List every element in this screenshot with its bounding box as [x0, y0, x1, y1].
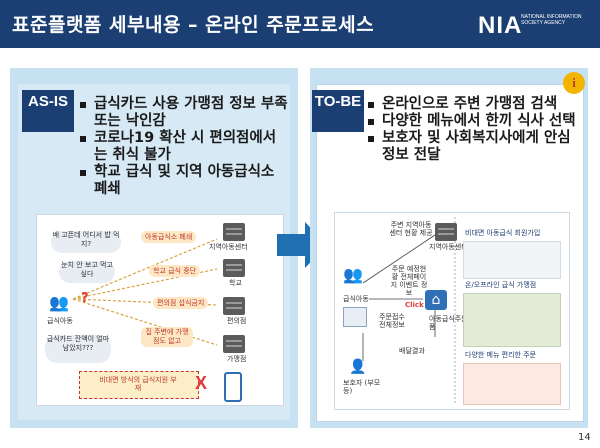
- server-icon: [223, 259, 245, 277]
- facility-label: 학교: [229, 279, 242, 287]
- header-bar: 표준플랫폼 세부내용 – 온라인 주문프로세스 NIA NATIONAL INF…: [0, 0, 600, 48]
- speech-bubble: 배 고픈데 어디서 밥 먹지?: [51, 231, 121, 253]
- nia-logo-subtitle: NATIONAL INFORMATION SOCIETY AGENCY: [521, 14, 582, 26]
- delivery-note: 배달결과: [399, 347, 425, 355]
- phone-icon: [224, 372, 242, 402]
- click-label: Click: [405, 301, 424, 309]
- to-be-bullet: 다양한 메뉴에서 한끼 식사 선택: [366, 113, 576, 130]
- page-number: 14: [578, 432, 591, 443]
- platform-label: 아동급식주문 플랫폼: [429, 315, 483, 331]
- note-box: [79, 371, 199, 399]
- server-icon: [435, 223, 457, 241]
- device-icon: [343, 307, 367, 327]
- speech-bubble: 급식카드 잔액이 얼마 남았지???: [45, 335, 111, 363]
- note-text: 비대면 방식의 급식지원 부재: [99, 376, 177, 392]
- nia-logo: NIA: [478, 12, 523, 39]
- as-is-bullet: 코로나19 확산 시 편의점에서는 취식 불가: [78, 130, 288, 164]
- flow-note: 주변 지역아동센터 현황 제공: [389, 221, 433, 237]
- children-icon: 👥: [49, 293, 69, 312]
- as-is-diagram: 배 고픈데 어디서 밥 먹지? 눈치 안 보고 먹고 싶다 급식카드 잔액이 얼…: [36, 214, 284, 406]
- to-be-bullets: 온라인으로 주변 가맹점 검색 다양한 메뉴에서 한끼 식사 선택 보호자 및 …: [366, 96, 576, 164]
- server-icon: [223, 223, 245, 241]
- app-screen-thumbnail: [463, 241, 561, 279]
- facility-label: 지역아동센터: [209, 243, 248, 251]
- problem-label: 아동급식소 폐쇄: [141, 231, 197, 243]
- feature-label: 비대면 아동급식 회원가입: [465, 229, 541, 237]
- x-mark-icon: X: [195, 373, 208, 393]
- page-title: 표준플랫폼 세부내용 – 온라인 주문프로세스: [12, 14, 375, 36]
- children-icon: 👥: [343, 265, 363, 284]
- info-icon: i: [563, 72, 585, 94]
- flow-note: 주문접수 전체정보: [379, 313, 405, 329]
- guardian-label: 보호자 (부모 등): [343, 379, 381, 395]
- problem-label: 편의점 섭식금지: [153, 297, 209, 309]
- guardian-icon: 👤: [349, 359, 367, 375]
- server-icon: [223, 297, 245, 315]
- as-is-tag: AS-IS: [22, 90, 74, 132]
- feature-label: 온/오프라인 급식 가맹점: [465, 281, 537, 289]
- menu-thumbnail: [463, 363, 561, 405]
- to-be-diagram: 주변 지역아동센터 현황 제공 지역아동센터 👥 급식아동 주문 예정현황 전체…: [334, 212, 570, 410]
- to-be-bullet: 온라인으로 주변 가맹점 검색: [366, 96, 576, 113]
- to-be-tag: TO-BE: [312, 90, 364, 132]
- server-icon: [223, 335, 245, 353]
- child-label: 급식아동: [47, 317, 73, 325]
- speech-bubble: 눈치 안 보고 먹고 싶다: [59, 261, 115, 283]
- facility-label: 가맹점: [227, 355, 247, 363]
- question-mark-icon: ?: [81, 291, 89, 306]
- feature-label: 다양한 메뉴 편리한 주문: [465, 351, 537, 359]
- facility-label: 편의점: [227, 317, 247, 325]
- as-is-bullets: 급식카드 사용 가맹점 정보 부족 또는 낙인감 코로나19 확산 시 편의점에…: [78, 96, 288, 198]
- to-be-bullet: 보호자 및 사회복지사에게 안심 정보 전달: [366, 130, 576, 164]
- child-label: 급식아동: [343, 295, 369, 303]
- flow-note: 주문 예정현황 전체페이지 이벤트 정보: [390, 265, 428, 297]
- problem-label: 집 주변에 가맹점도 없고: [141, 327, 193, 347]
- as-is-bullet: 급식카드 사용 가맹점 정보 부족 또는 낙인감: [78, 96, 288, 130]
- to-be-arrows: [362, 217, 456, 405]
- center-label: 지역아동센터: [429, 243, 468, 251]
- problem-label: 학교 급식 중단: [149, 265, 201, 277]
- as-is-bullet: 학교 급식 및 지역 아동급식소 폐쇄: [78, 164, 288, 198]
- map-thumbnail: [463, 293, 561, 347]
- bank-icon: ⌂: [425, 290, 447, 310]
